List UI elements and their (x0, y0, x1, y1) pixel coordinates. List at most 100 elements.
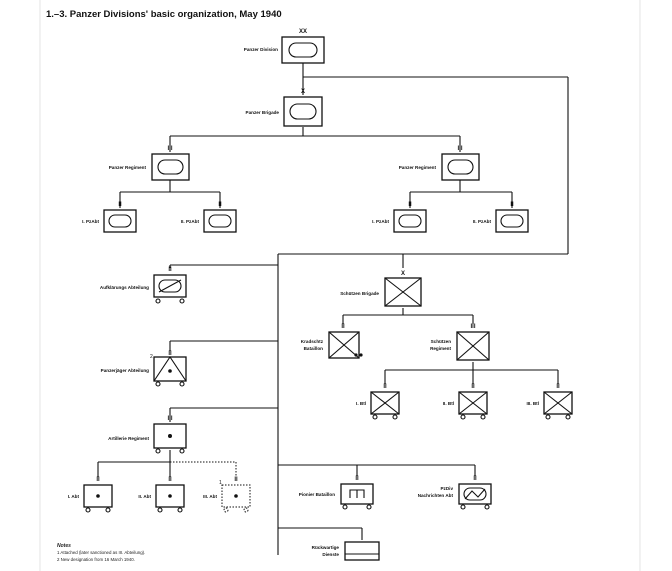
unit-panzer-regiment-right: III Panzer Regiment (399, 146, 480, 181)
connectors (97, 63, 569, 555)
unit-label: Nachrichten Abt (418, 493, 454, 498)
unit-label: I. PzAbt (372, 219, 389, 224)
unit-label: PzDiv (440, 486, 453, 491)
motor-wheel (105, 507, 111, 513)
motor-wheel (155, 298, 161, 304)
unit-art-abt-2: II II. Abt (138, 477, 185, 513)
unit-label: I. Btl (356, 401, 366, 406)
echelon-marker: II (383, 384, 387, 390)
unit-btl-1: II I. Btl (356, 384, 400, 420)
note-marker: 1 (219, 480, 222, 486)
echelon-marker: II (408, 202, 412, 208)
armour-symbol (463, 487, 487, 501)
unit-pzabt-1-left: II I. PzAbt (82, 202, 137, 233)
unit-label: Panzer Regiment (109, 165, 147, 170)
echelon-marker: III (457, 146, 462, 152)
unit-nachrichten-abt: II PzDiv Nachrichten Abt (418, 476, 492, 510)
unit-schuetzen-brigade: X Schützen Brigade (340, 271, 422, 307)
echelon-marker: X (401, 271, 405, 277)
artillery-dot (96, 494, 100, 498)
armour-symbol (447, 159, 474, 175)
notes: Notes 1 Attached (later sanctioned as II… (57, 543, 145, 562)
unit-label: I. Abt (68, 494, 80, 499)
armour-symbol (108, 214, 132, 228)
unit-aufklaerungs-abteilung: II Aufklärungs Abteilung (100, 267, 187, 304)
unit-label: Panzer Brigade (246, 110, 280, 115)
motor-wheel (85, 507, 91, 513)
unit-label: Panzer Regiment (399, 165, 437, 170)
motor-wheel (366, 504, 372, 510)
armour-symbol (398, 214, 422, 228)
armour-symbol (208, 214, 232, 228)
motor-wheel (179, 381, 185, 387)
echelon-marker: X (301, 89, 305, 95)
unit-artillerie-regiment: III Artillerie Regiment (108, 416, 187, 454)
echelon-marker: II (218, 202, 222, 208)
unit-pzabt-2-right: II II. PzAbt (473, 202, 529, 233)
artillery-dot (168, 494, 172, 498)
motorcycle-wheel (359, 353, 363, 357)
motor-wheel (545, 414, 551, 420)
echelon-marker: II (234, 477, 238, 483)
unit-label: Panzerjäger Abteilung (101, 368, 150, 373)
infantry-cross (543, 391, 573, 415)
unit-pzabt-2-left: II II. PzAbt (181, 202, 237, 233)
motor-wheel (480, 414, 486, 420)
unit-panzer-regiment-left: III Panzer Regiment (109, 146, 190, 181)
unit-label: II. Abt (138, 494, 151, 499)
echelon-marker: III (470, 324, 475, 330)
unit-label: Dienste (322, 552, 339, 557)
unit-label: III. Abt (203, 494, 217, 499)
armour-symbol (500, 214, 524, 228)
infantry-cross (370, 391, 400, 415)
unit-kradschtz-bataillon: II Kradschtz Bataillon (301, 324, 363, 359)
unit-label: Panzer Division (244, 47, 278, 52)
recon-slash (158, 279, 182, 293)
note-marker: 2 (150, 354, 153, 360)
echelon-marker: II (510, 202, 514, 208)
unit-label: Bataillon (304, 346, 324, 351)
motor-wheel (460, 504, 466, 510)
echelon-marker: III (167, 146, 172, 152)
unit-label: Rückwartige (312, 545, 340, 550)
unit-pionier-bataillon: II Pionier Bataillon (299, 476, 374, 510)
unit-schuetzen-regiment: III Schützen Regiment (430, 324, 490, 361)
motor-wheel (565, 414, 571, 420)
unit-label: Schützen (431, 339, 452, 344)
echelon-marker: XX (299, 29, 307, 35)
echelon-marker: II (168, 351, 172, 357)
unit-pzabt-1-right: II I. PzAbt (372, 202, 427, 233)
motor-wheel (179, 298, 185, 304)
unit-btl-2: II II. Btl (443, 384, 488, 420)
echelon-marker: II (355, 476, 359, 482)
echelon-marker: II (556, 384, 560, 390)
echelon-marker: II (473, 476, 477, 482)
echelon-marker: II (96, 477, 100, 483)
light-weapon-dot (168, 369, 172, 373)
motor-wheel (179, 448, 185, 454)
motor-wheel (342, 504, 348, 510)
infantry-cross (458, 391, 488, 415)
antitank-symbol (153, 356, 187, 382)
notes-heading: Notes (57, 543, 71, 549)
infantry-cross (456, 331, 490, 361)
echelon-marker: II (471, 384, 475, 390)
motor-wheel (243, 507, 249, 513)
motor-wheel (460, 414, 466, 420)
motor-wheel (223, 507, 229, 513)
infantry-cross (328, 331, 360, 359)
motor-wheel (155, 448, 161, 454)
armour-symbol (157, 159, 184, 175)
unit-panzer-division: XX Panzer Division (244, 29, 325, 64)
echelon-marker: II (118, 202, 122, 208)
unit-label: II. Btl (443, 401, 454, 406)
motor-wheel (157, 507, 163, 513)
unit-art-abt-3: II 1 III. Abt (203, 477, 251, 513)
infantry-cross (384, 277, 422, 307)
echelon-marker: II (341, 324, 345, 330)
unit-label: II. PzAbt (181, 219, 200, 224)
note-line: 1 Attached (later sanctioned as III. Abt… (57, 550, 145, 555)
motor-wheel (155, 381, 161, 387)
